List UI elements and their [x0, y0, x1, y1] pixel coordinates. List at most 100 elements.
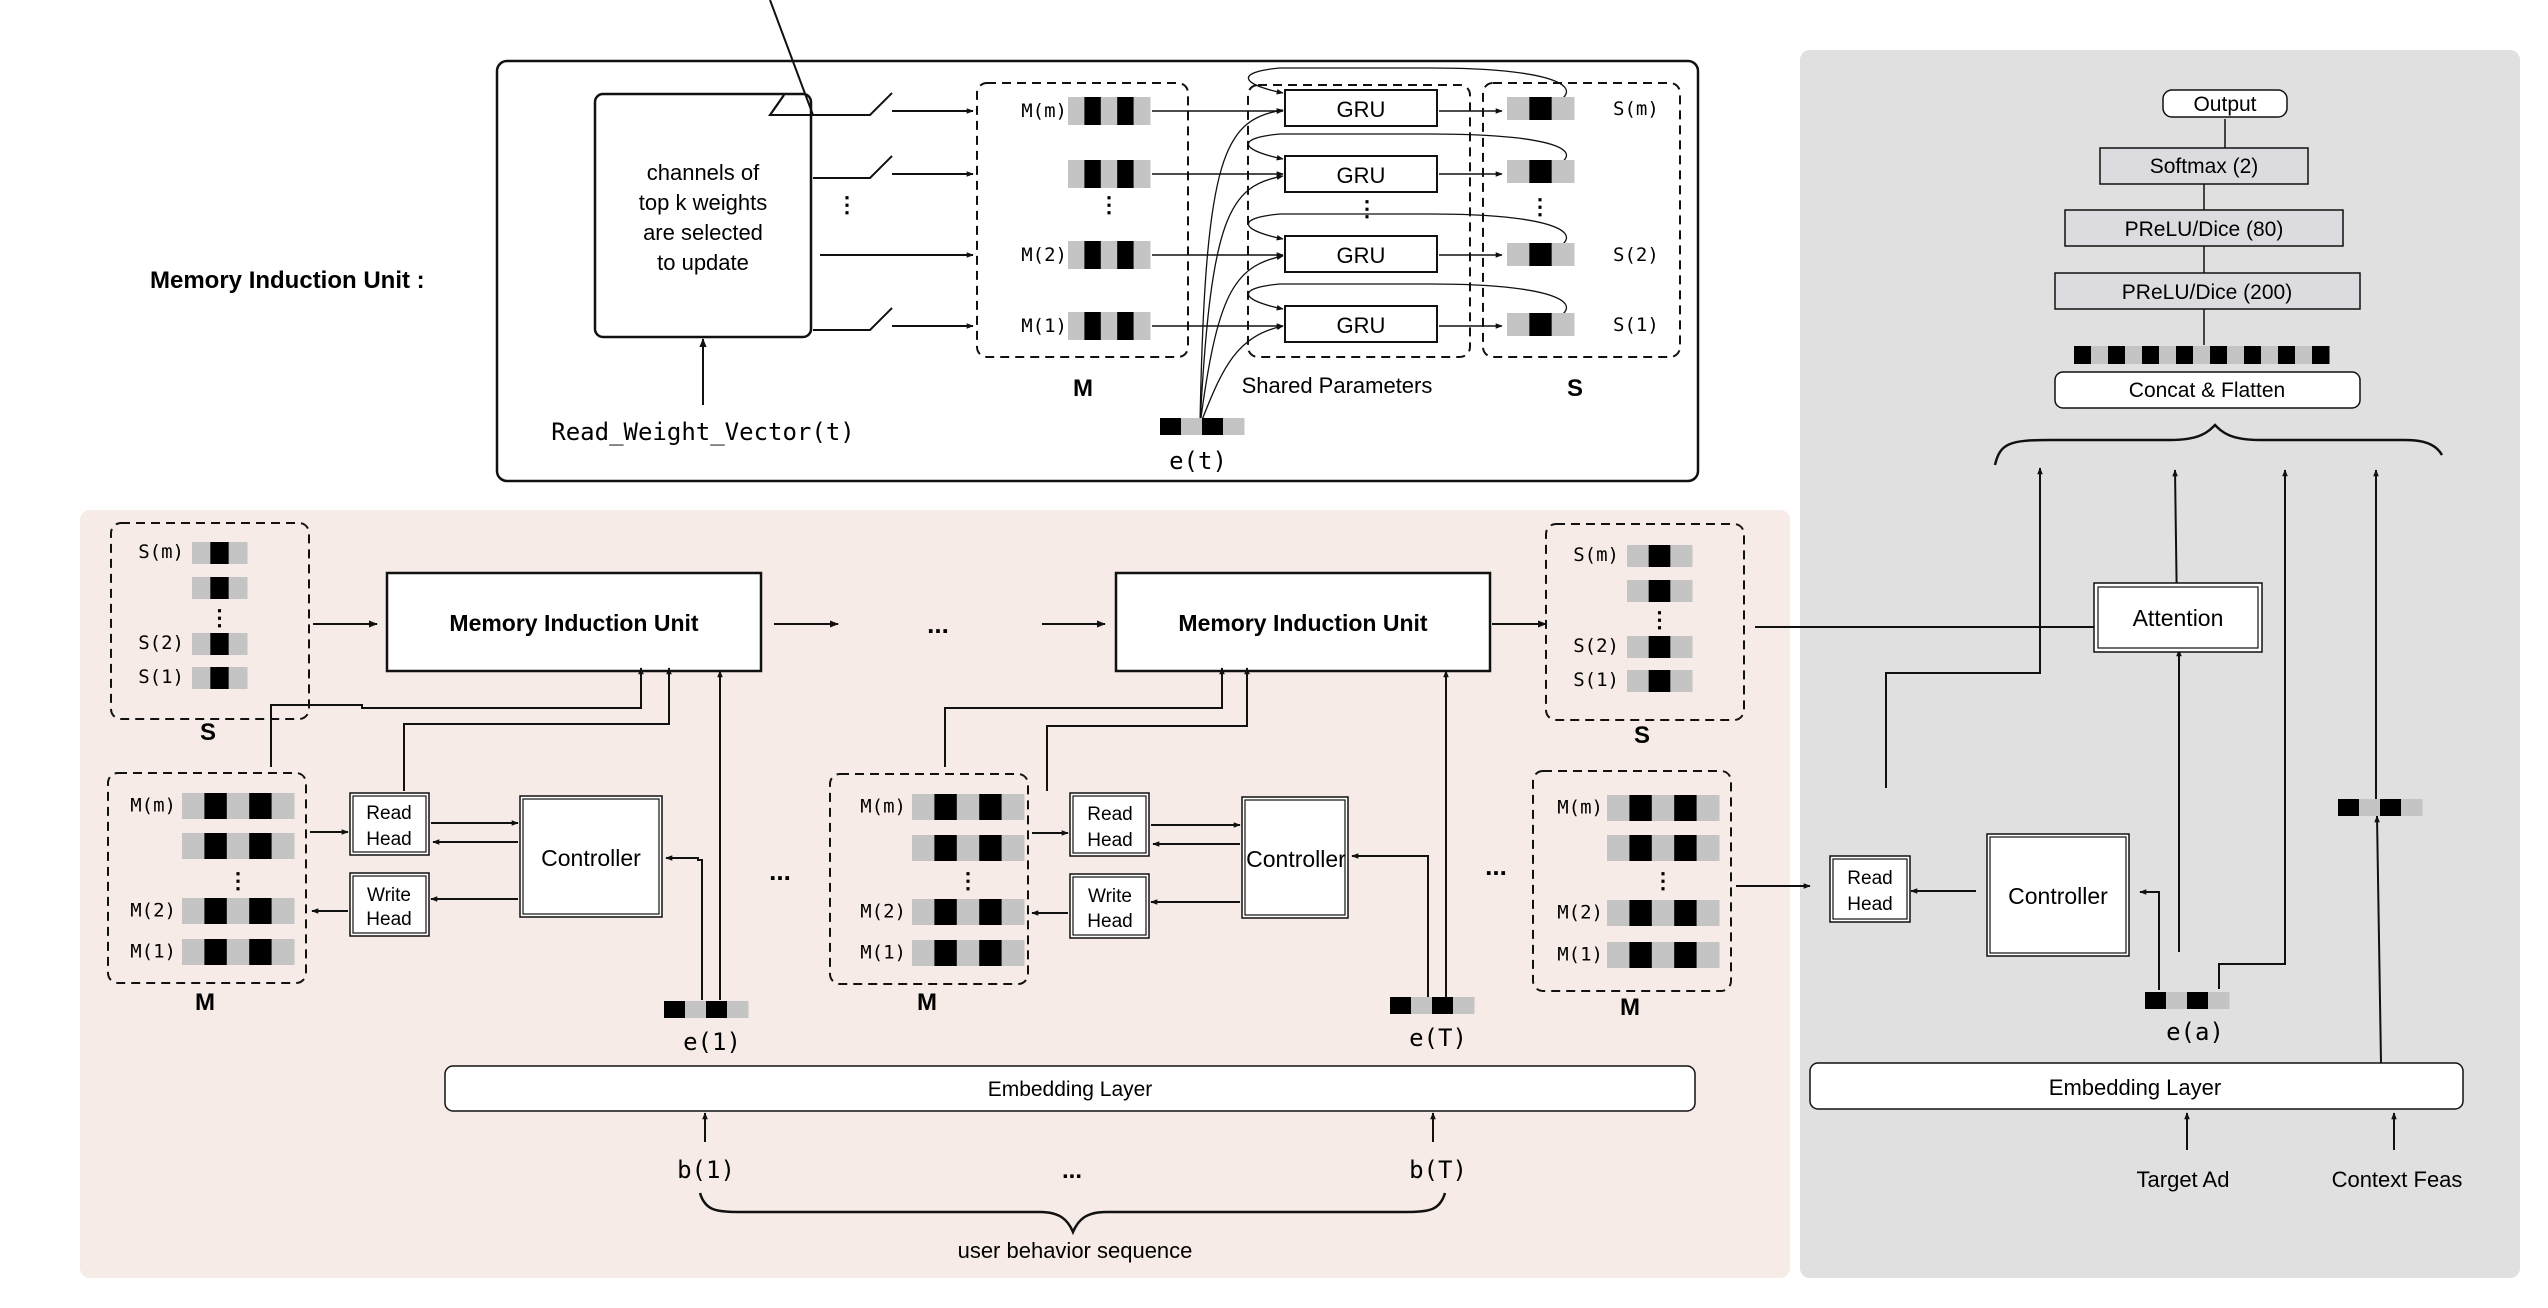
miu-state-row-label: S(2)	[1613, 244, 1659, 266]
vector-cell	[956, 835, 980, 861]
state-2-row-vector	[1627, 545, 1693, 567]
bT-label: b(T)	[1409, 1156, 1467, 1184]
vector-cell	[182, 939, 205, 965]
vector-cell	[204, 833, 228, 859]
write-head-2-line1: Write	[1088, 886, 1132, 907]
vector-cell	[1696, 835, 1720, 861]
vector-cell	[1001, 899, 1025, 925]
vector-cell	[2187, 992, 2209, 1009]
recurrent-loop	[1247, 283, 1567, 324]
miu-state-row-label: S(1)	[1613, 314, 1659, 336]
vector-cell	[979, 940, 1003, 966]
unit-2-connections	[944, 667, 1449, 1000]
vector-cell	[1674, 835, 1698, 861]
vector-cell	[1001, 940, 1025, 966]
vector-cell	[226, 939, 250, 965]
vertical-dots-icon: ⋮	[957, 868, 979, 893]
vector-cell	[1670, 545, 1693, 567]
controller-3-label: Controller	[2008, 883, 2108, 909]
user-behavior-sequence-label: user behavior sequence	[958, 1238, 1193, 1263]
vector-cell	[2278, 346, 2296, 364]
read-head-3-line1: Read	[1847, 868, 1892, 889]
vector-cell	[1068, 241, 1085, 269]
state-1-row-vector	[192, 667, 248, 689]
input-to-gru-curve	[1199, 254, 1284, 426]
vector-cell	[912, 794, 935, 820]
state-2-row-vector	[1627, 670, 1693, 692]
memory-rows-2: M(m)M(2)M(1)⋮	[860, 794, 1025, 966]
vector-cell	[2193, 346, 2211, 364]
attention-box: Attention	[2093, 582, 2263, 653]
b1-label: b(1)	[677, 1156, 735, 1184]
context-feas-label: Context Feas	[2332, 1167, 2463, 1192]
memory-3-row-label: M(m)	[1557, 797, 1603, 819]
vector-cell	[249, 833, 273, 859]
vector-cell	[1551, 97, 1575, 120]
vector-cell	[1507, 313, 1530, 336]
state-rows-2: S(m)S(2)S(1)⋮	[1573, 544, 1693, 692]
embedding-layer-left	[444, 1065, 1696, 1112]
memory-label-1: M	[195, 989, 215, 1016]
concat-flatten-label: Concat & Flatten	[2129, 379, 2285, 402]
vector-cell	[2159, 346, 2177, 364]
vector-cell	[226, 898, 250, 924]
vector-cell	[228, 542, 248, 564]
controller-1-label: Controller	[541, 845, 641, 871]
miu-memory-row-vector	[1068, 97, 1151, 125]
vector-cell	[1117, 312, 1135, 340]
context-vector-cells	[2338, 799, 2423, 816]
softmax-layer: Softmax (2)	[2099, 147, 2309, 185]
eT-vector-cells	[1390, 997, 1475, 1014]
vector-cell	[1627, 580, 1650, 602]
state-box-1	[110, 522, 310, 720]
ellipsis-bottom: ...	[1062, 1157, 1082, 1184]
vector-cell	[1607, 835, 1630, 861]
vector-cell	[1670, 580, 1693, 602]
input-to-gru-curve	[1199, 108, 1284, 426]
vector-cell	[2244, 346, 2262, 364]
state-1-row-label: S(1)	[138, 666, 184, 688]
vector-cell	[1133, 312, 1151, 340]
vector-cell	[210, 577, 230, 599]
vector-cell	[2261, 346, 2279, 364]
vector-cell	[1629, 942, 1653, 968]
memory-2-row-vector	[912, 899, 1025, 925]
memory-2-row-label: M(m)	[860, 796, 906, 818]
gru-box	[1284, 235, 1438, 273]
vector-cell	[228, 633, 248, 655]
controller-1: Controller	[519, 795, 663, 918]
vector-cell	[1100, 97, 1118, 125]
state-label-2: S	[1634, 722, 1650, 749]
state-label-1: S	[200, 719, 216, 746]
prelu-200-label: PReLU/Dice (200)	[2122, 281, 2292, 304]
vector-cell	[1629, 900, 1653, 926]
vector-cell	[226, 793, 250, 819]
state-2-row-label: S(m)	[1573, 544, 1619, 566]
gru-label: GRU	[1337, 313, 1386, 338]
vector-cell	[1670, 670, 1693, 692]
miu-box-1-label: Memory Induction Unit	[449, 610, 699, 636]
vector-cell	[934, 835, 958, 861]
vector-cell	[1117, 97, 1135, 125]
vector-cell	[956, 794, 980, 820]
vector-cell	[1648, 670, 1671, 692]
write-head-2-line2: Head	[1087, 911, 1132, 932]
memory-1-row-label: M(1)	[130, 941, 176, 963]
memory-2-row-vector	[912, 940, 1025, 966]
vector-cell	[271, 793, 295, 819]
gru-box	[1284, 89, 1438, 127]
vector-cell	[979, 794, 1003, 820]
vertical-dots-icon: ⋮	[1529, 194, 1551, 219]
vector-cell	[249, 939, 273, 965]
read-weight-vector-label: Read_Weight_Vector(t)	[551, 418, 854, 446]
prelu-80-layer: PReLU/Dice (80)	[2064, 209, 2344, 247]
vector-cell	[1117, 241, 1135, 269]
vector-cell	[1607, 795, 1630, 821]
miu-memory-row-label: M(m)	[1021, 100, 1067, 122]
miu-memory-label: M	[1073, 375, 1093, 402]
channel-switch-icon	[813, 155, 893, 179]
ellipsis-top: ...	[927, 609, 949, 639]
vector-cell	[1551, 160, 1575, 183]
controller-3: Controller	[1986, 833, 2130, 957]
e1-label: e(1)	[683, 1028, 741, 1056]
